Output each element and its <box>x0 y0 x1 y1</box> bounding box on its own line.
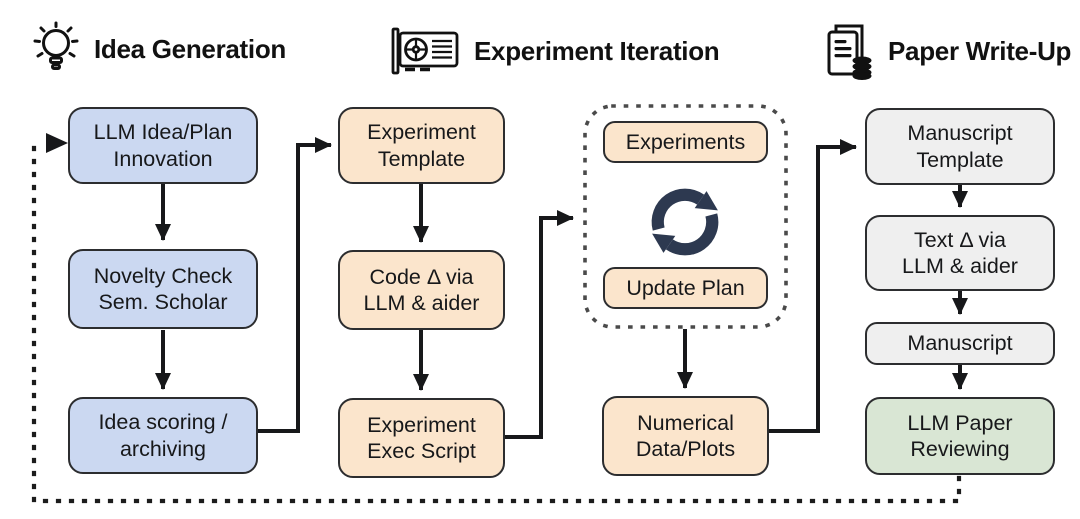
node-experiment-template: Experiment Template <box>338 107 505 184</box>
node-update-plan: Update Plan <box>603 267 768 309</box>
gpu-icon <box>390 26 460 76</box>
feedback-dotted-line <box>31 139 962 504</box>
node-text-delta-llm-aider: Text Δ via LLM & aider <box>865 215 1055 291</box>
cycle-refresh-icon <box>638 175 732 269</box>
node-numerical-data-plots: Numerical Data/Plots <box>602 396 769 476</box>
arrow-exec-to-loop <box>505 210 574 439</box>
node-code-delta-llm-aider: Code Δ via LLM & aider <box>338 250 505 330</box>
arrow-scoring-to-template <box>258 137 332 433</box>
feedback-arrowhead <box>46 133 68 153</box>
node-manuscript-template: Manuscript Template <box>865 108 1055 185</box>
node-experiments: Experiments <box>603 121 768 163</box>
phase-header-idea-generation: Idea Generation <box>32 20 286 78</box>
node-experiment-exec-script: Experiment Exec Script <box>338 398 505 478</box>
phase-label-experiment-iteration: Experiment Iteration <box>474 35 720 66</box>
node-llm-idea-plan-innovation: LLM Idea/Plan Innovation <box>68 107 258 184</box>
node-novelty-check: Novelty Check Sem. Scholar <box>68 249 258 329</box>
phase-header-experiment-iteration: Experiment Iteration <box>390 26 720 76</box>
document-database-icon <box>822 22 874 80</box>
node-idea-scoring-archiving: Idea scoring / archiving <box>68 397 258 474</box>
lightbulb-icon <box>32 20 80 78</box>
phase-label-idea-generation: Idea Generation <box>94 33 286 64</box>
phase-header-paper-writeup: Paper Write-Up <box>822 22 1072 80</box>
arrow-numerical-to-manuscript <box>769 139 857 433</box>
node-llm-paper-reviewing: LLM Paper Reviewing <box>865 397 1055 475</box>
node-manuscript: Manuscript <box>865 322 1055 365</box>
phase-label-paper-writeup: Paper Write-Up <box>888 35 1072 66</box>
